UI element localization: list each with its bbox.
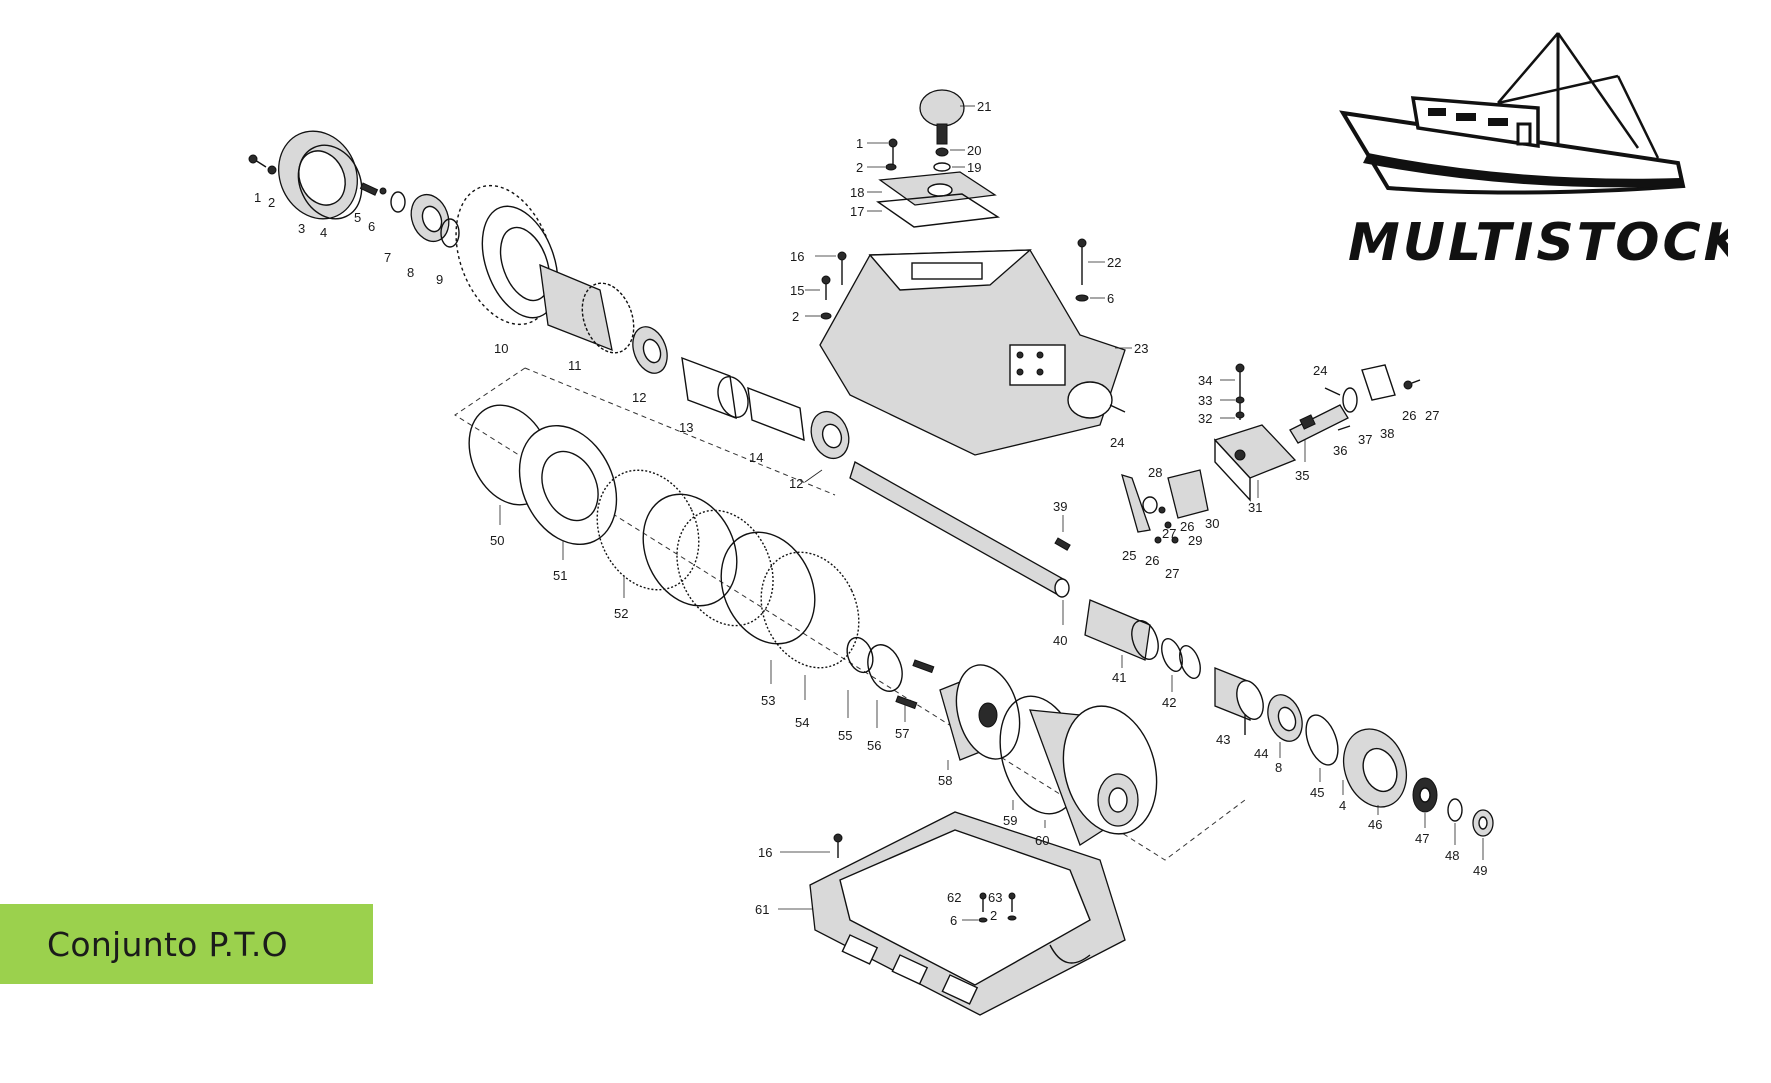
part-label: 17 [850, 204, 864, 219]
part-label: 28 [1148, 465, 1162, 480]
upper-shaft-assembly [248, 130, 850, 460]
part-label: 60 [1035, 833, 1049, 848]
part-label: 46 [1368, 817, 1382, 832]
part-label: 32 [1198, 411, 1212, 426]
part-label: 36 [1333, 443, 1347, 458]
part-label: 30 [1205, 516, 1219, 531]
part-label: 27 [1165, 566, 1179, 581]
part-label: 29 [1188, 533, 1202, 548]
part-label: 13 [679, 420, 693, 435]
part-label: 35 [1295, 468, 1309, 483]
caption-text: Conjunto P.T.O [47, 924, 288, 964]
part-label: 37 [1358, 432, 1372, 447]
part-label: 1 [856, 136, 863, 151]
valve-block-assembly [1121, 363, 1421, 544]
part-label: 14 [749, 450, 763, 465]
part-label: 49 [1473, 863, 1487, 878]
part-label: 22 [1107, 255, 1121, 270]
part-label: 7 [384, 250, 391, 265]
part-label: 16 [758, 845, 772, 860]
part-label: 38 [1380, 426, 1394, 441]
part-label: 6 [1107, 291, 1114, 306]
part-label: 59 [1003, 813, 1017, 828]
main-shaft-assembly [849, 461, 1494, 837]
part-label: 2 [792, 309, 799, 324]
part-label: 6 [950, 913, 957, 928]
part-label: 47 [1415, 831, 1429, 846]
part-label: 2 [856, 160, 863, 175]
lower-housing-assembly [809, 811, 1126, 1016]
part-label: 52 [614, 606, 628, 621]
part-label: 53 [761, 693, 775, 708]
part-label: 9 [436, 272, 443, 287]
part-label: 55 [838, 728, 852, 743]
part-label: 3 [298, 221, 305, 236]
part-label: 19 [967, 160, 981, 175]
part-label: 50 [490, 533, 504, 548]
part-label: 12 [632, 390, 646, 405]
part-label: 26 [1145, 553, 1159, 568]
part-label: 58 [938, 773, 952, 788]
part-label: 26 [1180, 519, 1194, 534]
part-label: 8 [407, 265, 414, 280]
part-label: 18 [850, 185, 864, 200]
part-label: 24 [1313, 363, 1327, 378]
part-label: 51 [553, 568, 567, 583]
part-label: 21 [977, 99, 991, 114]
part-label: 40 [1053, 633, 1067, 648]
part-label: 5 [354, 210, 361, 225]
part-label: 34 [1198, 373, 1212, 388]
part-label: 39 [1053, 499, 1067, 514]
part-label: 12 [789, 476, 803, 491]
logo-brand-text: MULTISTOCK [1348, 213, 1728, 273]
part-label: 42 [1162, 695, 1176, 710]
part-label: 15 [790, 283, 804, 298]
part-label: 27 [1425, 408, 1439, 423]
part-label: 61 [755, 902, 769, 917]
part-label: 10 [494, 341, 508, 356]
part-label: 4 [320, 225, 327, 240]
part-label: 2 [990, 908, 997, 923]
part-label: 27 [1162, 526, 1176, 541]
part-label: 4 [1339, 798, 1346, 813]
part-label: 48 [1445, 848, 1459, 863]
part-label: 2 [268, 195, 275, 210]
part-label: 45 [1310, 785, 1324, 800]
part-label: 8 [1275, 760, 1282, 775]
fishing-boat-icon [1339, 32, 1686, 195]
caption-banner: Conjunto P.T.O [0, 904, 373, 984]
part-label: 41 [1112, 670, 1126, 685]
part-label: 54 [795, 715, 809, 730]
part-label: 26 [1402, 408, 1416, 423]
part-label: 33 [1198, 393, 1212, 408]
part-label: 63 [988, 890, 1002, 905]
part-number-labels: 1 2 3 4 5 6 7 8 9 10 11 12 13 14 12 1 2 … [254, 99, 1487, 928]
multistock-logo: MULTISTOCK [1339, 32, 1728, 273]
part-label: 20 [967, 143, 981, 158]
part-label: 43 [1216, 732, 1230, 747]
part-label: 6 [368, 219, 375, 234]
part-label: 44 [1254, 746, 1268, 761]
part-label: 16 [790, 249, 804, 264]
part-label: 23 [1134, 341, 1148, 356]
part-label: 24 [1110, 435, 1124, 450]
cover-housing-assembly [819, 89, 1126, 456]
clutch-pack-assembly [454, 367, 1246, 861]
part-label: 11 [568, 358, 582, 373]
part-label: 25 [1122, 548, 1136, 563]
part-label: 56 [867, 738, 881, 753]
part-label: 57 [895, 726, 909, 741]
part-label: 1 [254, 190, 261, 205]
part-label: 62 [947, 890, 961, 905]
part-label: 31 [1248, 500, 1262, 515]
